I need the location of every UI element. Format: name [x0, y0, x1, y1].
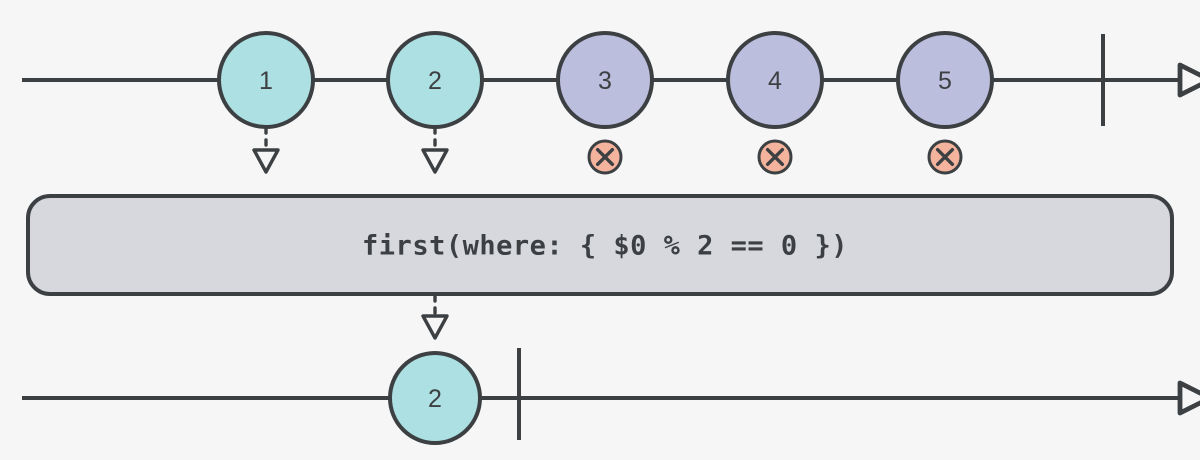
marble-value-label: 5: [938, 67, 952, 95]
marble-value-label: 1: [259, 67, 273, 95]
pass-arrow-group: [252, 126, 449, 174]
operator-output-arrow: [421, 294, 449, 340]
drop-marker: [587, 139, 623, 175]
pass-through-arrow: [252, 126, 280, 174]
input-marble[interactable]: 1: [217, 31, 315, 129]
operator-expression-label: first(where: { $0 % 2 == 0 }): [362, 231, 848, 262]
marble-circle[interactable]: [896, 31, 994, 129]
output-marble-group: 2: [388, 351, 482, 445]
marble-circle[interactable]: [388, 351, 482, 445]
marble-value-label: 2: [428, 385, 442, 413]
output-timeline: 2: [22, 348, 1200, 445]
drop-marker: [757, 139, 793, 175]
drop-marker-group: [587, 139, 963, 175]
input-timeline: 1 2 3 4 5: [22, 31, 1200, 175]
output-marble[interactable]: 2: [388, 351, 482, 445]
marble-circle[interactable]: [726, 31, 824, 129]
marble-value-label: 3: [598, 67, 612, 95]
pass-through-arrow: [421, 126, 449, 174]
operator-box[interactable]: first(where: { $0 % 2 == 0 }): [26, 194, 1174, 296]
drop-marker: [927, 139, 963, 175]
input-marble[interactable]: 2: [386, 31, 484, 129]
operator-box-shape[interactable]: [26, 194, 1174, 296]
close-icon: [935, 147, 955, 167]
close-icon: [595, 147, 615, 167]
arrow-down-icon: [252, 148, 280, 174]
marble-value-label: 2: [428, 67, 442, 95]
marble-value-label: 4: [768, 67, 782, 95]
arrow-down-icon: [421, 314, 449, 340]
arrow-down-icon: [421, 148, 449, 174]
input-marble[interactable]: 4: [726, 31, 824, 129]
input-marble[interactable]: 5: [896, 31, 994, 129]
close-icon: [765, 147, 785, 167]
operator-emit-arrow: [421, 294, 449, 340]
marble-circle[interactable]: [556, 31, 654, 129]
input-marble[interactable]: 3: [556, 31, 654, 129]
